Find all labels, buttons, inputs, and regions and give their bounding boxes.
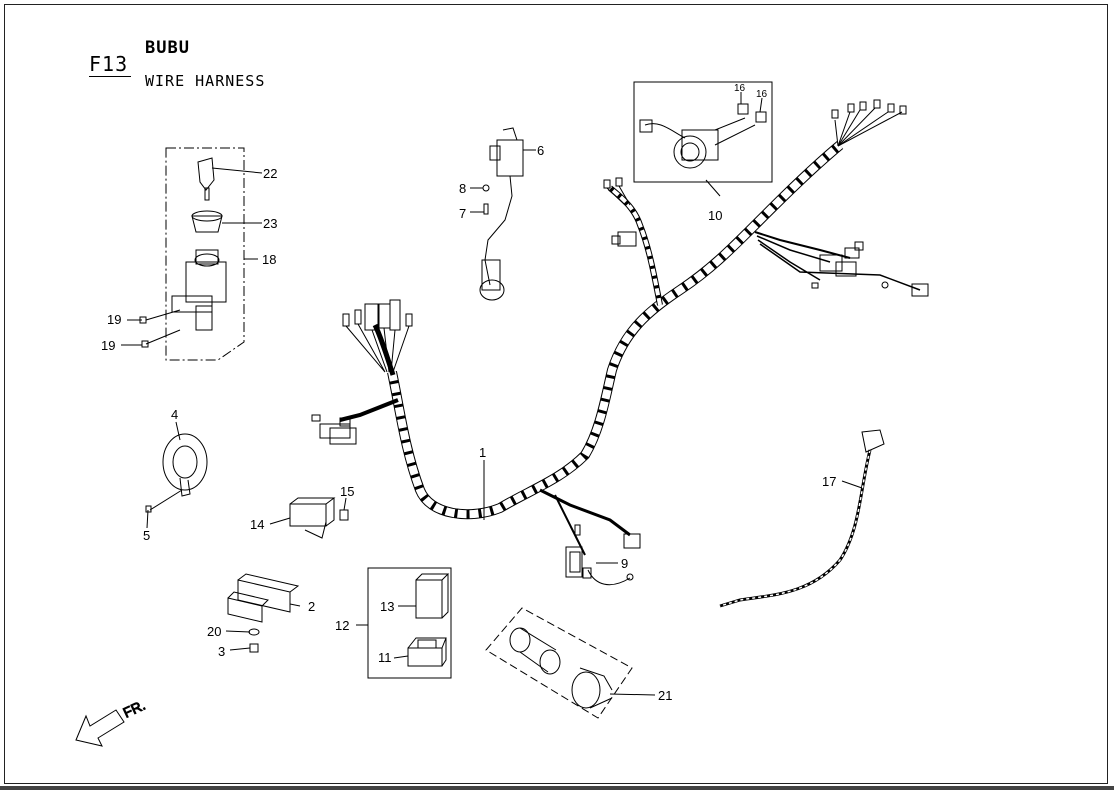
callout-2: 2 — [308, 599, 315, 614]
callout-8: 8 — [459, 181, 466, 196]
callout-23: 23 — [263, 216, 277, 231]
fuse-holder-box — [485, 607, 633, 719]
callout-6: 6 — [537, 143, 544, 158]
callout-15: 15 — [340, 484, 354, 499]
callout-18: 18 — [262, 252, 276, 267]
harness-connectors-left-mid — [311, 414, 357, 445]
cdi-regulator-box — [367, 567, 452, 679]
relay-unit — [289, 497, 349, 539]
callout-21: 21 — [658, 688, 672, 703]
callout-5: 5 — [143, 528, 150, 543]
figure-code: F13 — [89, 52, 129, 76]
front-direction-arrow — [75, 709, 125, 747]
callout-19b: 19 — [101, 338, 115, 353]
switch-assembly-box — [633, 81, 773, 183]
bottom-rule — [0, 786, 1114, 790]
harness-connectors-right — [811, 241, 929, 297]
horn — [145, 433, 208, 513]
ignition-coil — [479, 127, 524, 301]
callout-14: 14 — [250, 517, 264, 532]
front-direction-label: FR. — [121, 697, 148, 721]
callout-19a: 19 — [107, 312, 121, 327]
callout-17: 17 — [822, 474, 836, 489]
callouts: 1 2 3 4 5 6 7 8 9 10 11 12 13 14 15 16 1… — [101, 83, 836, 703]
callout-13: 13 — [380, 599, 394, 614]
callout-12: 12 — [335, 618, 349, 633]
drawing-border — [4, 4, 1108, 784]
callout-1: 1 — [479, 445, 486, 460]
wire-lead-17 — [719, 429, 885, 608]
callout-3: 3 — [218, 644, 225, 659]
callout-4: 4 — [171, 407, 178, 422]
callout-9: 9 — [621, 556, 628, 571]
diagram-title: WIRE HARNESS — [145, 72, 266, 90]
callout-22: 22 — [263, 166, 277, 181]
harness-connector-upper — [603, 177, 637, 247]
callout-11: 11 — [378, 650, 392, 665]
callout-16b: 16 — [756, 89, 768, 100]
leader-lines — [121, 92, 863, 696]
harness-connectors-left-top — [342, 299, 413, 373]
harness-connectors-lower — [565, 524, 641, 586]
callout-20: 20 — [207, 624, 221, 639]
harness-terminal-fan-right — [831, 99, 907, 147]
callout-16a: 16 — [734, 83, 746, 94]
main-wire-harness — [339, 141, 921, 556]
model-name: BUBU — [145, 38, 190, 58]
callout-10: 10 — [708, 208, 722, 223]
callout-7: 7 — [459, 206, 466, 221]
figure-code-underline — [89, 76, 131, 77]
ignition-switch-assembly — [139, 147, 245, 361]
battery-holder — [227, 573, 300, 653]
